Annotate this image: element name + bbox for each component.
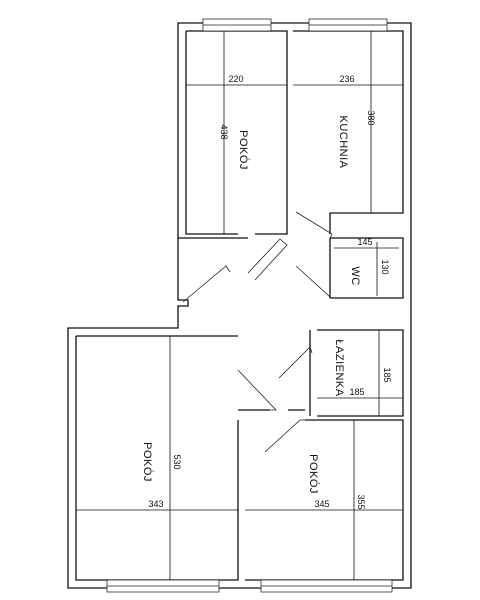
bathroom-height: 185 bbox=[382, 367, 392, 382]
outer-wall bbox=[67, 22, 412, 589]
door-swing-bottom-left-room bbox=[237, 369, 277, 411]
wc-height: 130 bbox=[380, 259, 390, 274]
room-bottom-left-height: 530 bbox=[172, 454, 182, 469]
room-bottom-left-label: POKÓJ bbox=[141, 442, 154, 482]
room-bottom-left: 343 530 POKÓJ bbox=[76, 336, 238, 580]
kitchen-label: KUCHNIA bbox=[337, 115, 349, 168]
bathroom-width: 185 bbox=[349, 387, 364, 397]
room-bottom-right-width: 345 bbox=[314, 499, 329, 509]
door-swing-hall bbox=[182, 265, 231, 303]
bathroom-label: ŁAZIENKA bbox=[333, 339, 345, 396]
room-bottom-right: 345 355 POKÓJ bbox=[245, 420, 403, 580]
room-top-left: 220 438 POKÓJ bbox=[186, 31, 287, 234]
room-wc: 145 130 WC bbox=[334, 237, 399, 296]
door-swing-wc bbox=[295, 265, 331, 299]
door-swing-bottom-right-room bbox=[264, 419, 305, 453]
room-top-left-label: POKÓJ bbox=[237, 130, 250, 170]
door-swing-bathroom bbox=[278, 346, 313, 379]
wc-label: WC bbox=[349, 266, 361, 285]
kitchen-height: 380 bbox=[366, 110, 376, 125]
room-bathroom: 185 185 ŁAZIENKA bbox=[317, 330, 403, 416]
room-bottom-right-height: 355 bbox=[356, 494, 366, 509]
room-top-left-height: 438 bbox=[219, 124, 229, 139]
door-swing-kitchen bbox=[295, 211, 333, 239]
room-bottom-right-label: POKÓJ bbox=[307, 454, 320, 494]
room-top-left-width: 220 bbox=[228, 74, 243, 84]
room-bottom-left-width: 343 bbox=[148, 499, 163, 509]
kitchen-width: 236 bbox=[339, 74, 354, 84]
door-swing-top-left-room bbox=[247, 238, 288, 281]
wc-width: 145 bbox=[357, 237, 372, 247]
room-kitchen: 236 380 KUCHNIA bbox=[293, 31, 403, 213]
